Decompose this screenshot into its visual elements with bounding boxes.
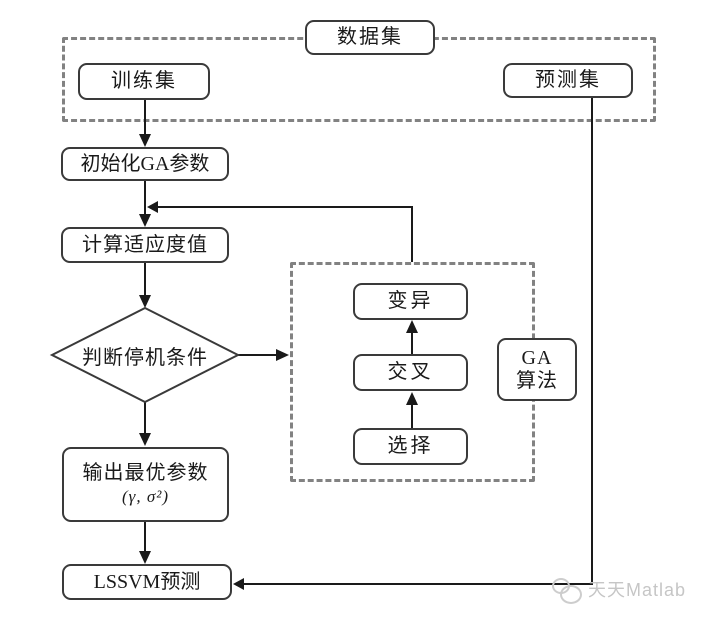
arrowhead-feedback-left xyxy=(147,201,158,213)
node-mutation-label: 变异 xyxy=(387,290,434,312)
arrowhead-into-lssvm-top xyxy=(139,551,151,564)
node-prediction-set: 预测集 xyxy=(503,63,633,98)
node-init-ga: 初始化GA参数 xyxy=(61,147,229,181)
node-dataset: 数据集 xyxy=(305,20,435,55)
node-output-params: 输出最优参数 (γ, σ²) xyxy=(62,447,229,522)
node-ga-algorithm-line2: 算法 xyxy=(516,369,558,392)
node-selection: 选择 xyxy=(353,428,468,465)
node-ga-algorithm: GA 算法 xyxy=(497,338,577,401)
node-training-set: 训练集 xyxy=(78,63,210,100)
node-output-params-sublabel: (γ, σ²) xyxy=(121,487,169,507)
node-stop-condition-label: 判断停机条件 xyxy=(82,346,208,369)
watermark-label: 天天Matlab xyxy=(588,580,687,600)
node-lssvm-predict-label: LSSVM预测 xyxy=(93,570,201,593)
node-mutation: 变异 xyxy=(353,283,468,320)
node-dataset-label: 数据集 xyxy=(337,26,403,48)
node-init-ga-label: 初始化GA参数 xyxy=(80,152,210,175)
arrowhead-into-decision xyxy=(139,295,151,308)
node-prediction-set-label: 预测集 xyxy=(535,69,601,91)
node-lssvm-predict: LSSVM预测 xyxy=(62,564,232,600)
node-stop-condition: 判断停机条件 xyxy=(52,308,238,402)
node-crossover: 交叉 xyxy=(353,354,468,391)
arrowhead-into-lssvm-right xyxy=(233,578,244,590)
watermark-logo-icon xyxy=(550,576,584,604)
node-crossover-label: 交叉 xyxy=(387,361,434,383)
arrowhead-into-galoop xyxy=(276,349,289,361)
node-selection-label: 选择 xyxy=(387,435,434,457)
arrowhead-into-output xyxy=(139,433,151,446)
arrowhead-into-init xyxy=(139,134,151,147)
node-fitness-label: 计算适应度值 xyxy=(82,233,208,256)
watermark: 天天Matlab xyxy=(550,576,687,604)
node-training-set-label: 训练集 xyxy=(111,70,177,92)
node-output-params-label: 输出最优参数 xyxy=(82,462,209,485)
node-fitness: 计算适应度值 xyxy=(61,227,229,263)
node-ga-algorithm-line1: GA xyxy=(521,346,553,369)
arrowhead-into-fitness xyxy=(139,214,151,227)
